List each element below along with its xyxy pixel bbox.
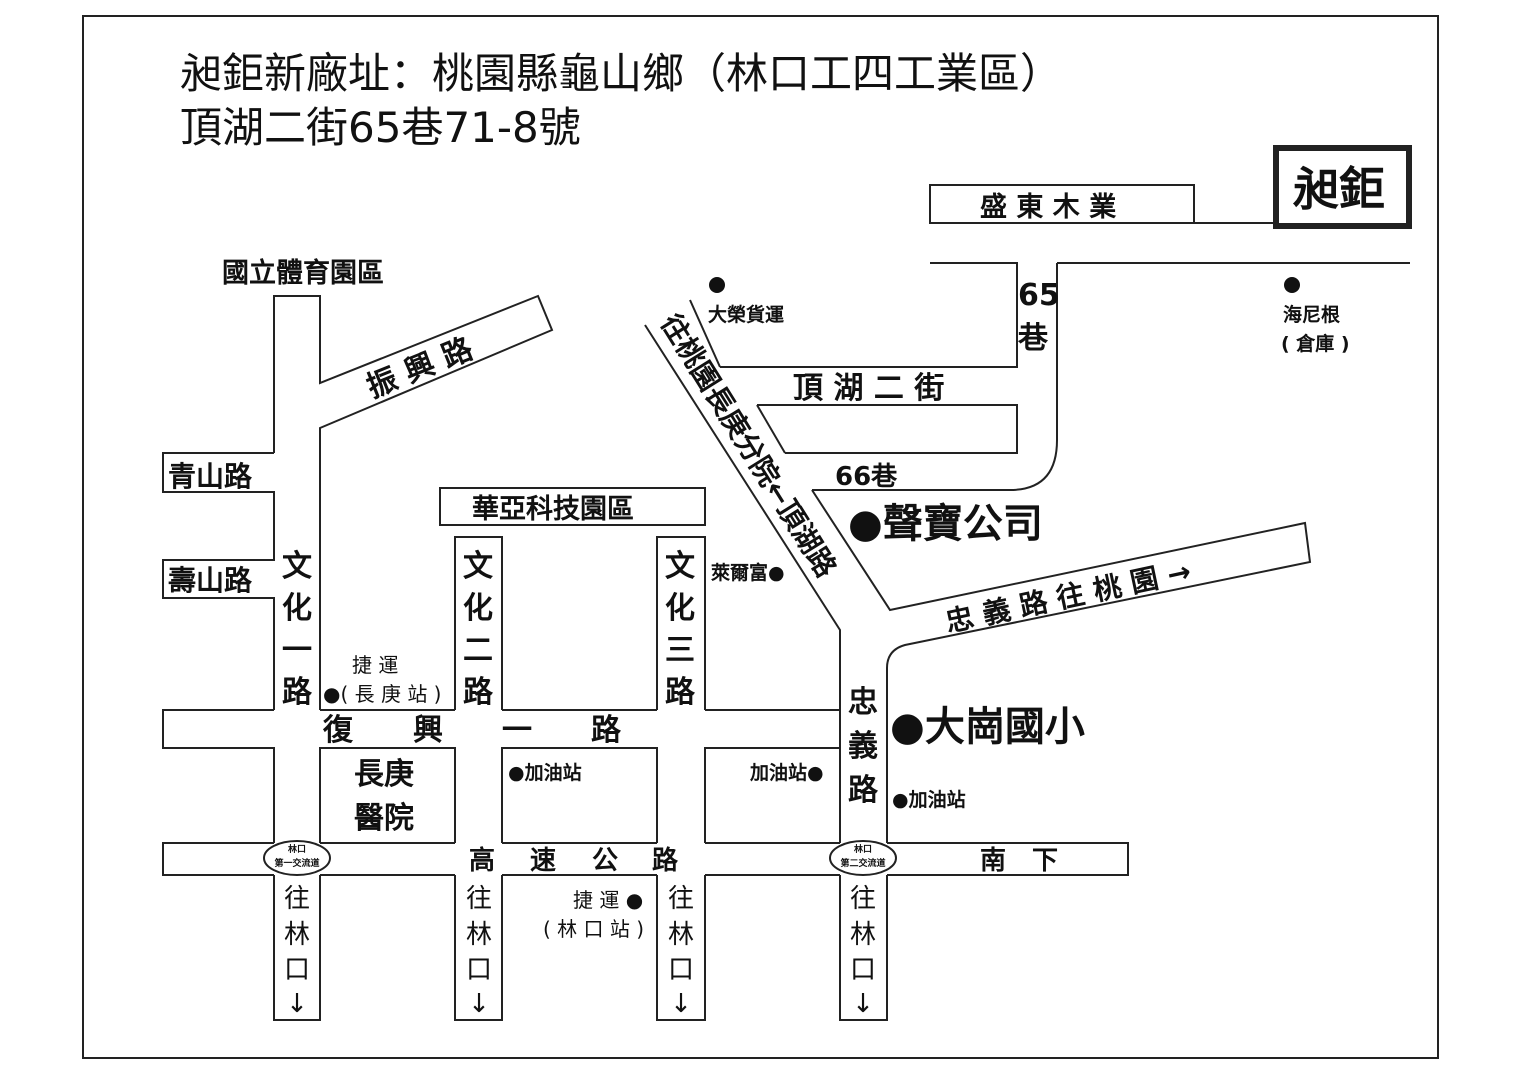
label-dinghu-2nd-st: 頂 湖 二 街 [793,371,944,406]
label-south: 南 下 [980,846,1058,876]
svg-text:林: 林 [284,920,310,950]
svg-text:一: 一 [502,713,532,748]
svg-text:往: 往 [466,884,492,914]
svg-text:化: 化 [665,591,695,626]
label-zhongyi-diag: 忠 義 路 往 桃 園 → [943,555,1194,639]
svg-text:林: 林 [850,920,876,950]
label-zhongyi-road: 忠義 路 [848,685,879,808]
label-heineken-2: ( 倉庫 ) [1281,332,1350,355]
logo-box [1273,145,1412,229]
svg-text:一: 一 [282,633,312,668]
svg-text:往: 往 [668,884,694,914]
svg-text:↓: ↓ [286,989,308,1019]
svg-text:文: 文 [463,549,493,584]
label-lane66: 66巷 [835,462,898,492]
label-mrt-cg-2: ●( 長 庚 站 ) [323,682,442,706]
label-mrt-lk-1: 捷 運 ● [573,888,643,912]
svg-text:往: 往 [284,884,310,914]
label-gas-3: ●加油站 [892,788,966,811]
svg-text:高: 高 [469,845,495,876]
label-to-linkou-3: 往林 口 ↓ [668,884,694,1019]
sheng-dong-box [929,184,1195,224]
svg-text:口: 口 [466,955,492,985]
title-line2: 頂湖二街65巷71-8號 [180,103,581,152]
svg-text:文: 文 [282,549,312,584]
label-mrt-cg-1: 捷 運 [352,653,398,677]
label-wenhua-2: 文化 二路 [463,549,494,710]
label-lane65-1: 65 [1018,278,1060,313]
label-wenhua-1: 文化 一路 [282,549,313,710]
svg-text:公: 公 [592,846,618,876]
label-shoushan-road: 壽山路 [168,564,253,597]
svg-text:路: 路 [282,675,313,710]
marker-da-rong [709,277,725,293]
label-lai-er-fu: 萊爾富● [710,561,785,584]
label-gas-1: ●加油站 [508,761,582,784]
marker-heineken [1284,277,1300,293]
svg-text:速: 速 [530,846,556,876]
svg-text:三: 三 [665,633,695,668]
svg-text:復: 復 [322,713,354,748]
svg-text:口: 口 [850,955,876,985]
company-logo: 昶鉅 [1292,162,1385,216]
map-frame [82,15,1439,1059]
label-highway: 高速 公路 [469,845,679,876]
label-ic2-2: 第二交流道 [840,857,885,869]
svg-text:路: 路 [591,713,622,748]
title-line1: 昶鉅新廠址：桃園縣龜山鄉（林口工四工業區） [180,49,1062,98]
svg-text:↓: ↓ [468,989,490,1019]
svg-text:文: 文 [665,549,695,584]
svg-text:義: 義 [848,729,878,764]
svg-text:路: 路 [463,675,494,710]
svg-text:二: 二 [463,633,493,668]
label-to-linkou-2: 往林 口 ↓ [466,884,492,1019]
label-qingshan-road: 青山路 [168,460,253,493]
label-to-linkou-1: 往林 口 ↓ [284,884,310,1019]
svg-text:↓: ↓ [670,989,692,1019]
label-mrt-lk-2: ( 林 口 站 ) [543,917,644,941]
label-chang-gung-2: 醫院 [354,801,414,836]
svg-text:林: 林 [466,920,492,950]
svg-text:路: 路 [665,675,696,710]
label-dinghu-road: 往桃園長庚分院←頂湖路 [654,308,843,584]
huaya-box [439,487,706,526]
svg-text:化: 化 [282,591,312,626]
svg-text:口: 口 [284,955,310,985]
label-lane65-2: 巷 [1017,321,1049,356]
svg-text:忠: 忠 [848,685,878,720]
road-outlines [162,145,1412,1021]
svg-text:往: 往 [850,884,876,914]
svg-text:路: 路 [848,773,879,808]
svg-text:興: 興 [413,713,443,748]
label-heineken-1: 海尼根 [1283,303,1340,326]
interchange-1 [263,840,331,876]
label-sports-park: 國立體育園區 [222,257,384,289]
label-fuxing-1-road: 復興 一路 [322,713,622,748]
label-ic1-1: 林口 [288,843,306,855]
interchange-2 [829,840,897,876]
svg-text:↓: ↓ [852,989,874,1019]
svg-text:口: 口 [668,955,694,985]
label-wenhua-3: 文化 三路 [665,549,696,710]
svg-text:路: 路 [652,845,679,876]
label-sheng-bao: ●聲寶公司 [848,501,1043,547]
label-chang-gung-1: 長庚 [354,757,414,792]
label-ic2-1: 林口 [854,843,872,855]
label-da-rong: 大榮貨運 [708,303,784,326]
svg-text:林: 林 [668,920,694,950]
label-sheng-dong: 盛 東 木 業 [980,192,1116,223]
label-da-gang: ●大崗國小 [890,704,1085,750]
svg-text:化: 化 [463,591,493,626]
label-ic1-2: 第一交流道 [274,857,319,869]
label-gas-2: 加油站● [749,761,824,784]
label-to-linkou-4: 往林 口 ↓ [850,884,876,1019]
label-huaya: 華亞科技園區 [472,494,634,525]
